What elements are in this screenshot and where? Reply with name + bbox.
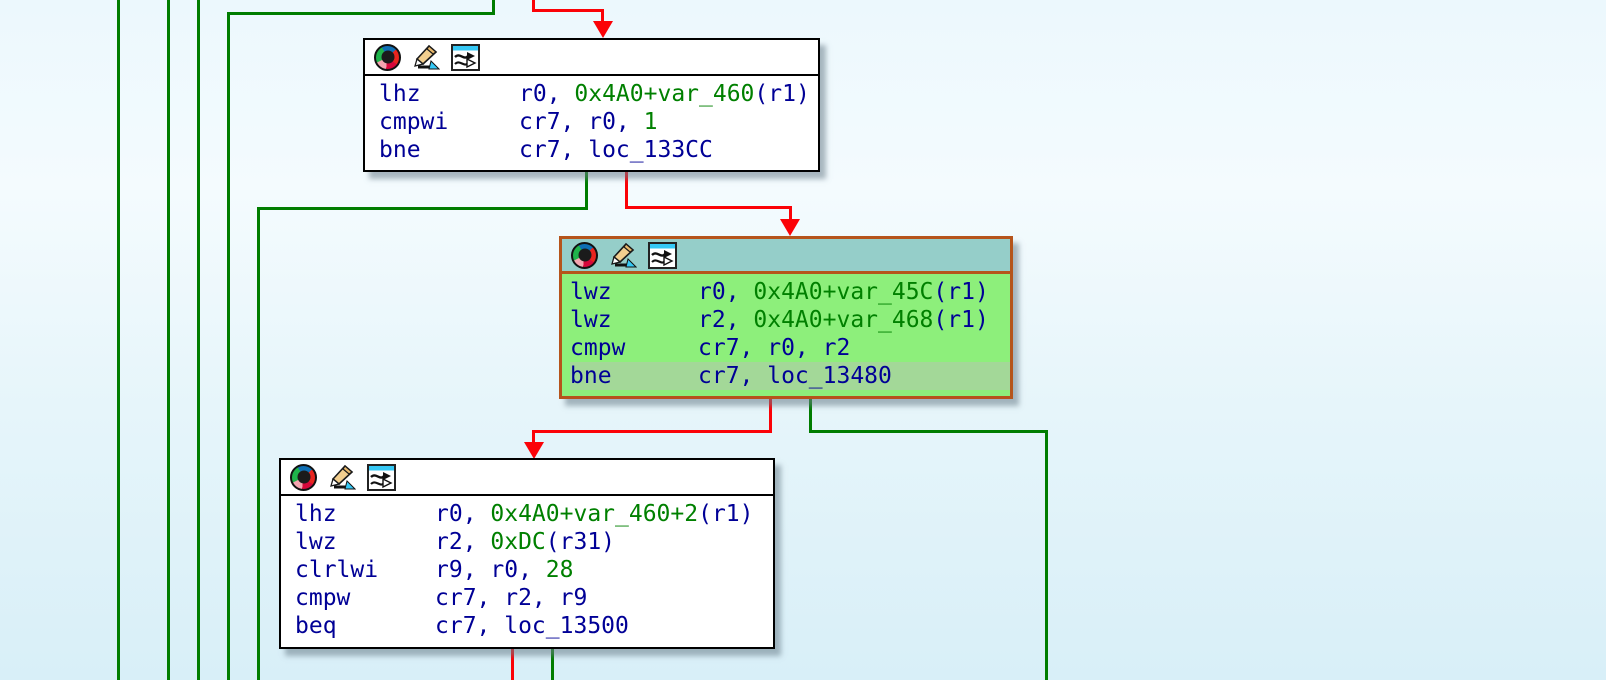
- edit-pencil-icon[interactable]: [328, 464, 356, 491]
- operand-code: (r31): [545, 529, 616, 555]
- mnemonic: bne: [570, 363, 612, 389]
- mnemonic: bne: [379, 137, 421, 163]
- group-nodes-icon[interactable]: [648, 241, 677, 269]
- edge-green-node2-exit: [809, 398, 812, 433]
- operand-code: r0,: [698, 279, 754, 305]
- edge-red-node1-exit: [625, 172, 628, 209]
- edge-red-into-node1: [601, 9, 604, 24]
- mnemonic: cmpw: [570, 335, 626, 361]
- operand-code: r0,: [435, 501, 491, 527]
- edit-pencil-icon[interactable]: [412, 44, 440, 71]
- mnemonic: lwz: [570, 279, 612, 305]
- edge-red-node2-exit: [769, 398, 772, 433]
- operand-number: 0xDC: [490, 529, 546, 555]
- edge-red-node1-horizontal: [625, 206, 792, 209]
- operand-code: r9, r0,: [435, 557, 546, 583]
- edge-red-into-node2: [789, 206, 792, 220]
- operand-code: r0,: [519, 81, 575, 107]
- arrowhead-into-node1: [593, 21, 613, 38]
- operand-code: (r1): [933, 279, 989, 305]
- edge-red-top-horizontal: [532, 9, 604, 12]
- instruction-line-current[interactable]: bne cr7, loc_13480: [570, 362, 1010, 390]
- operand-code: (r1): [698, 501, 754, 527]
- instruction-line[interactable]: lhz r0, 0x4A0+var_460+2(r1): [295, 500, 773, 528]
- edge-green-node3-exit: [551, 649, 554, 680]
- node-title-bar[interactable]: [562, 239, 1010, 274]
- edge-red-into-node3: [532, 430, 535, 444]
- edit-pencil-icon[interactable]: [609, 242, 637, 269]
- operand-number: 0x4A0+var_45C: [753, 279, 934, 305]
- arrowhead-into-node3: [524, 442, 544, 459]
- operand-number: 28: [545, 557, 574, 583]
- node-title-bar[interactable]: [365, 40, 818, 76]
- instruction-list: lhz r0, 0x4A0+var_460+2(r1) lwz r2, 0xDC(r3…: [281, 496, 773, 644]
- instruction-line[interactable]: lwz r2, 0x4A0+var_468(r1): [570, 306, 1010, 334]
- instruction-list: lwz r0, 0x4A0+var_45C(r1) lwz r2, 0x4A0+var…: [562, 274, 1010, 394]
- mnemonic: beq: [295, 613, 337, 639]
- edge-green-node1-exit: [585, 172, 588, 210]
- instruction-line[interactable]: beq cr7, loc_13500: [295, 612, 773, 640]
- color-wheel-icon[interactable]: [571, 241, 598, 269]
- instruction-line[interactable]: lhz r0, 0x4A0+var_460(r1): [379, 80, 818, 108]
- operand-code: cr7, loc_13480: [698, 363, 892, 389]
- mnemonic: clrlwi: [295, 557, 379, 583]
- color-wheel-icon[interactable]: [290, 463, 317, 491]
- basic-block-2-selected[interactable]: lwz r0, 0x4A0+var_45C(r1) lwz r2, 0x4A0+var…: [559, 236, 1013, 399]
- edge-green-vertical-3: [197, 0, 200, 680]
- operand-code: r2,: [698, 307, 754, 333]
- basic-block-3[interactable]: lhz r0, 0x4A0+var_460+2(r1) lwz r2, 0xDC(r3…: [279, 458, 775, 649]
- edge-red-top-stub: [532, 0, 535, 11]
- edge-green-node1-horizontal: [257, 207, 588, 210]
- edge-green-node2-horizontal: [809, 430, 1048, 433]
- edge-green-top-stub: [492, 0, 495, 14]
- instruction-line[interactable]: lwz r0, 0x4A0+var_45C(r1): [570, 278, 1010, 306]
- mnemonic: lwz: [570, 307, 612, 333]
- operand-number: 1: [643, 109, 658, 135]
- edge-green-top-horizontal: [227, 12, 495, 15]
- instruction-line[interactable]: lwz r2, 0xDC(r31): [295, 528, 773, 556]
- group-nodes-icon[interactable]: [367, 463, 396, 491]
- instruction-line[interactable]: cmpwi cr7, r0, 1: [379, 108, 818, 136]
- mnemonic: lhz: [295, 501, 337, 527]
- operand-number: 0x4A0+var_460+2: [490, 501, 699, 527]
- operand-code: cr7, loc_13500: [435, 613, 629, 639]
- instruction-line[interactable]: cmpw cr7, r2, r9: [295, 584, 773, 612]
- edge-red-node2-horizontal: [532, 430, 772, 433]
- edge-green-vertical-6: [1045, 430, 1048, 680]
- operand-code: cr7, loc_133CC: [519, 137, 713, 163]
- instruction-line[interactable]: cmpw cr7, r0, r2: [570, 334, 1010, 362]
- instruction-line[interactable]: bne cr7, loc_133CC: [379, 136, 818, 164]
- operand-code: (r1): [754, 81, 810, 107]
- node-title-bar[interactable]: [281, 460, 773, 496]
- mnemonic: cmpw: [295, 585, 351, 611]
- edge-green-vertical-5: [257, 207, 260, 680]
- operand-code: cr7, r0, r2: [698, 335, 851, 361]
- color-wheel-icon[interactable]: [374, 43, 401, 71]
- edge-red-node3-exit: [511, 649, 514, 680]
- instruction-line[interactable]: clrlwi r9, r0, 28: [295, 556, 773, 584]
- operand-code: r2,: [435, 529, 491, 555]
- operand-number: 0x4A0+var_460: [574, 81, 755, 107]
- arrowhead-into-node2: [780, 219, 800, 236]
- edge-green-vertical-2: [167, 0, 170, 680]
- operand-number: 0x4A0+var_468: [753, 307, 934, 333]
- mnemonic: cmpwi: [379, 109, 449, 135]
- operand-code: (r1): [933, 307, 989, 333]
- edge-green-vertical-4: [227, 12, 230, 680]
- mnemonic: lhz: [379, 81, 421, 107]
- mnemonic: lwz: [295, 529, 337, 555]
- operand-code: cr7, r0,: [519, 109, 644, 135]
- group-nodes-icon[interactable]: [451, 43, 480, 71]
- edge-green-vertical-1: [117, 0, 120, 680]
- operand-code: cr7, r2, r9: [435, 585, 588, 611]
